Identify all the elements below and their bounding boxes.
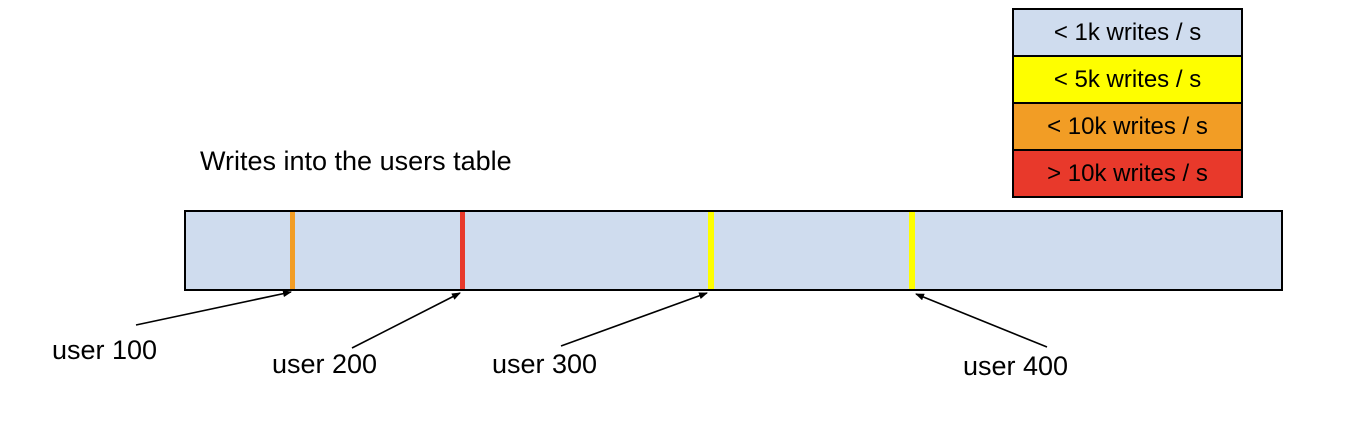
legend-item-lt-10k-label: < 10k writes / s xyxy=(1047,112,1208,140)
arrow-user-400 xyxy=(915,293,1048,348)
legend-item-lt-1k-label: < 1k writes / s xyxy=(1053,18,1202,46)
label-user-300: user 300 xyxy=(492,349,598,379)
write-hotspot-marker-user-400 xyxy=(909,212,915,289)
legend-item-lt-5k: < 5k writes / s xyxy=(1014,55,1241,102)
arrow-user-100 xyxy=(135,290,292,326)
arrow-user-200 xyxy=(351,292,461,349)
legend-item-gt-10k: > 10k writes / s xyxy=(1014,149,1241,196)
legend-item-lt-10k: < 10k writes / s xyxy=(1014,102,1241,149)
write-hotspot-marker-user-100 xyxy=(290,212,295,289)
legend-item-lt-1k: < 1k writes / s xyxy=(1014,10,1241,55)
label-user-400: user 400 xyxy=(963,351,1069,381)
legend-item-lt-5k-label: < 5k writes / s xyxy=(1053,65,1202,93)
label-user-100: user 100 xyxy=(52,335,158,365)
label-user-200: user 200 xyxy=(272,349,378,379)
arrow-user-300 xyxy=(560,292,708,347)
legend-item-gt-10k-label: > 10k writes / s xyxy=(1047,159,1208,187)
write-hotspot-marker-user-300 xyxy=(708,212,714,289)
diagram-title: Writes into the users table xyxy=(200,146,512,176)
write-hotspot-marker-user-200 xyxy=(460,212,465,289)
users-table-bar xyxy=(184,210,1283,291)
legend: < 1k writes / s < 5k writes / s < 10k wr… xyxy=(1012,8,1243,198)
